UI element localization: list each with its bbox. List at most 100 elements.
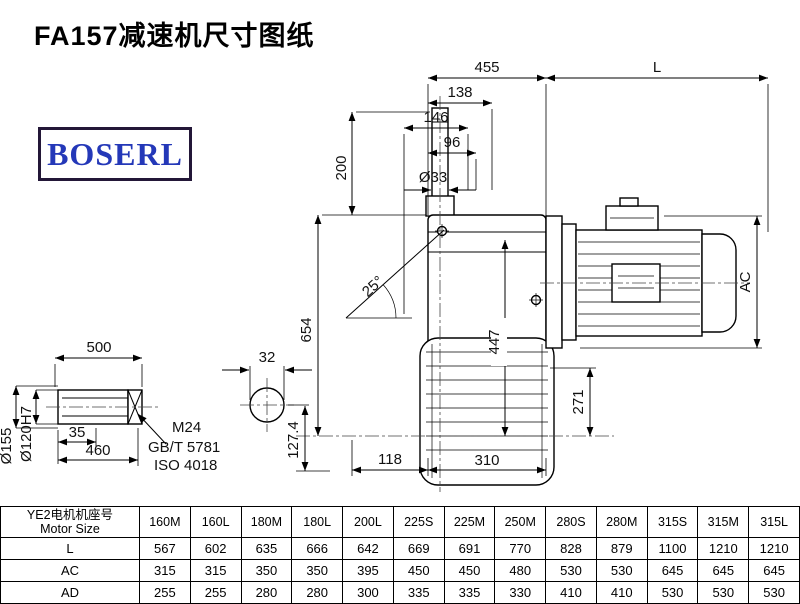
table-header-cell: 280S [545,506,597,538]
standard-gbt5781: GB/T 5781 [148,439,220,456]
table-cell: 300 [342,581,394,604]
table-cell: 645 [748,559,800,582]
motor [545,197,737,349]
dim-dia33-label: Ø33 [419,169,447,186]
dim-455-label: 455 [474,59,499,76]
table-cell: 691 [443,537,496,560]
table-header-cell: 160M [139,506,191,538]
table-row-L: L 567 602 635 666 642 669 691 770 828 87… [0,537,800,560]
table-cell: 642 [342,537,394,560]
thread-callout-m24: M24 [172,419,201,436]
motor-size-header-cn: YE2电机机座号 [26,507,114,522]
table-cell: 530 [595,559,648,582]
boserl-logo-text: BOSERL [47,135,183,172]
table-cell: 645 [646,559,699,582]
dim-500-label: 500 [86,339,111,356]
table-cell: 645 [697,559,750,582]
table-header-cell: 315M [697,506,750,538]
table-cell: 350 [240,559,293,582]
row-label: AD [0,581,140,604]
table-header-cell: 315L [748,506,800,538]
dim-146-label: 146 [423,109,448,126]
table-header-cell: 315S [646,506,699,538]
dim-AC-label: AC [737,271,754,292]
table-cell: 255 [189,581,242,604]
dim-35-label: 35 [69,424,86,441]
boserl-logo: BOSERL [38,127,192,181]
table-cell: 530 [748,581,800,604]
table-cell: 530 [545,559,597,582]
row-label: AC [0,559,140,582]
output-hub [419,337,555,486]
table-cell: 828 [545,537,597,560]
dim-654-label: 654 [298,317,315,342]
table-cell: 280 [291,581,344,604]
table-header-cell: 160L [189,506,242,538]
table-cell: 669 [392,537,445,560]
table-cell: 1210 [748,537,800,560]
table-cell: 635 [240,537,293,560]
table-cell: 450 [392,559,445,582]
table-header-cell: 250M [494,506,547,538]
dim-460-label: 460 [85,442,110,459]
gearbox-housing [419,107,555,486]
standard-iso4018: ISO 4018 [154,457,217,474]
dimension-lines [12,74,769,476]
dim-118-label: 118 [378,451,402,468]
table-cell: 330 [494,581,547,604]
table-header-cell: 180L [291,506,344,538]
table-header-cell: 225S [392,506,445,538]
table-cell: 395 [342,559,394,582]
table-cell: 410 [545,581,597,604]
angle-25-feature [345,229,445,319]
table-row-AD: AD 255 255 280 280 300 335 335 330 410 4… [0,581,800,604]
table-header-row: YE2电机机座号 Motor Size 160M 160L 180M 180L … [0,506,800,538]
motor-size-table: YE2电机机座号 Motor Size 160M 160L 180M 180L … [0,506,800,604]
housing-body [427,214,547,348]
table-cell: 567 [139,537,191,560]
table-cell: 315 [139,559,191,582]
table-cell: 666 [291,537,344,560]
table-cell: 879 [595,537,648,560]
row-label: L [0,537,140,560]
page-title: FA157减速机尺寸图纸 [34,21,315,51]
table-cell: 255 [139,581,191,604]
dim-32-label: 32 [259,349,276,366]
table-cell: 410 [595,581,648,604]
centerlines [46,96,750,492]
dim-dia120-label: Ø120H7 [18,406,35,462]
table-cell: 315 [189,559,242,582]
dim-200-label: 200 [333,155,350,180]
table-cell: 280 [240,581,293,604]
dim-25deg-label: 25° [359,273,387,301]
dim-L-label: L [653,59,661,76]
table-row-AC: AC 315 315 350 350 395 450 450 480 530 5… [0,559,800,582]
table-cell: 1100 [646,537,699,560]
motor-size-header-en: Motor Size [40,522,100,536]
table-cell: 1210 [697,537,750,560]
table-header-cell: 280M [595,506,648,538]
motor-adapter [561,223,577,341]
dim-dia155-label: Ø155 [0,428,15,465]
table-header-cell: 225M [443,506,496,538]
dim-127-label: 127.4 [285,421,302,459]
dim-271-label: 271 [570,389,587,414]
dim-96-label: 96 [444,134,461,151]
table-cell: 450 [443,559,496,582]
dimension-labels: 455 L 138 146 96 Ø33 200 25° 654 447 271… [0,59,754,474]
dimension-drawing: 455 L 138 146 96 Ø33 200 25° 654 447 271… [0,59,769,492]
table-cell: 480 [494,559,547,582]
motor-size-header: YE2电机机座号 Motor Size [0,506,140,538]
dim-310-label: 310 [474,452,499,469]
motor-flange [545,215,563,349]
table-header-cell: 180M [240,506,293,538]
terminal-box-cap [619,197,639,207]
dim-138-label: 138 [447,84,472,101]
table-cell: 530 [697,581,750,604]
table-cell: 530 [646,581,699,604]
table-cell: 350 [291,559,344,582]
table-cell: 770 [494,537,547,560]
table-cell: 335 [443,581,496,604]
table-cell: 335 [392,581,445,604]
table-header-cell: 200L [342,506,394,538]
